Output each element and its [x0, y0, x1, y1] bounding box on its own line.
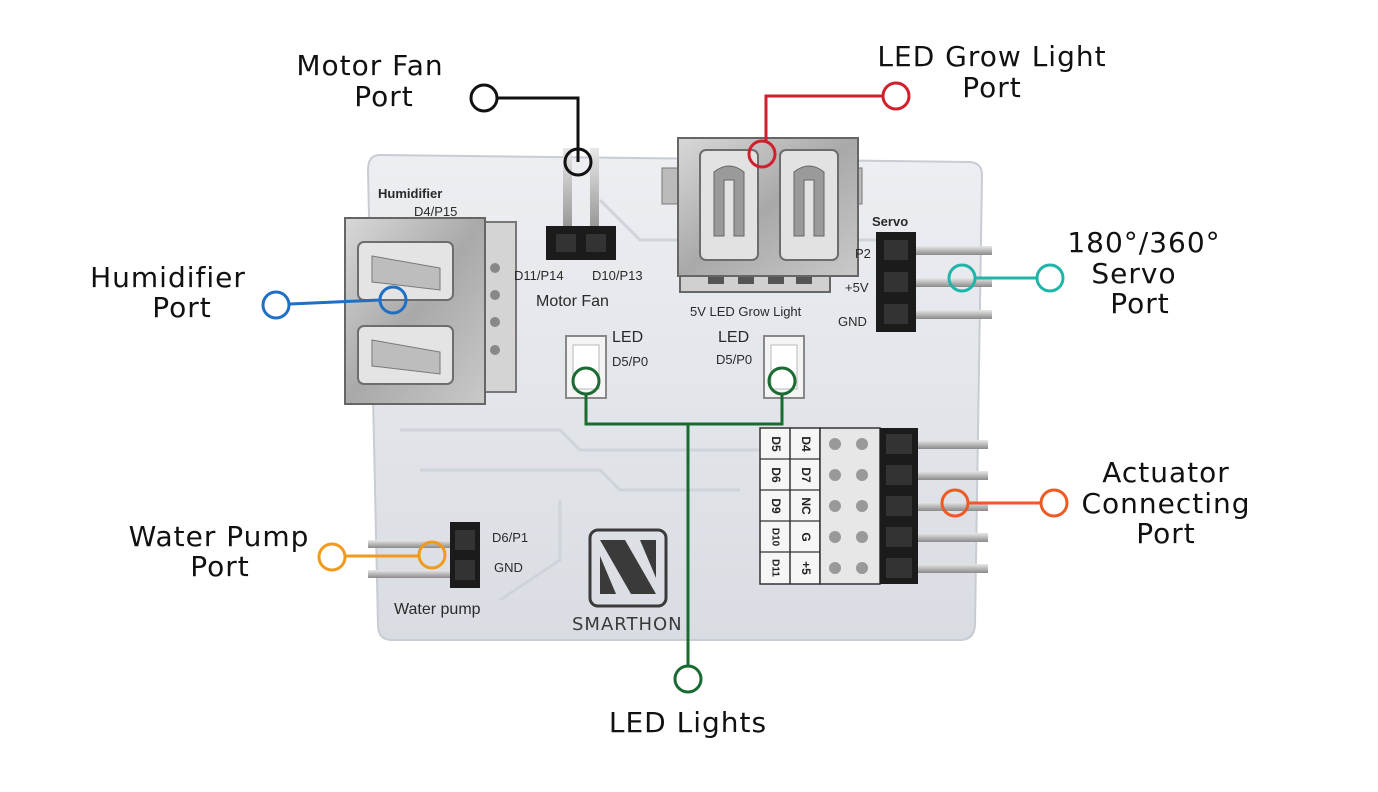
smarthon-logo: SMARTHON — [572, 528, 683, 635]
actuator-pin-label: D11 — [769, 559, 780, 577]
actuator-pin-label: D10 — [769, 528, 780, 547]
motor-fan-header — [546, 148, 616, 260]
label-led-lights: LED Lights — [609, 706, 767, 739]
water-pump-target-circle — [417, 540, 447, 570]
silk-servo: Servo — [872, 214, 908, 229]
actuator-pin-label: +5 — [799, 561, 813, 575]
humidifier-end-circle — [261, 290, 291, 320]
label-grow-light-2: Port — [962, 71, 1022, 104]
label-actuator-2: Connecting — [1081, 487, 1250, 520]
label-actuator-1: Actuator — [1102, 456, 1230, 489]
logo-text: SMARTHON — [572, 614, 683, 635]
silk-water-pump: Water pump — [394, 601, 481, 618]
servo-target-circle — [947, 263, 977, 293]
silk-motor-pin-left: D11/P14 — [514, 268, 564, 283]
led-lights-end-circle — [673, 664, 703, 694]
label-actuator-3: Port — [1136, 517, 1196, 550]
motor-fan-target-circle — [563, 147, 593, 177]
servo-end-circle — [1035, 263, 1065, 293]
actuator-pin-label: D4 — [799, 436, 813, 452]
led-lights-line-top — [584, 394, 784, 426]
silk-motor-pin-right: D10/P13 — [592, 268, 643, 283]
water-pump-end-circle — [317, 542, 347, 572]
label-humidifier-2: Port — [152, 291, 212, 324]
silk-led-left: LED — [612, 329, 643, 346]
silk-humidifier: Humidifier — [378, 186, 442, 201]
silk-led-right: LED — [718, 329, 749, 346]
grow-light-end-circle — [881, 81, 911, 111]
grow-light-target-circle — [747, 139, 777, 169]
led-left-target-circle — [571, 366, 601, 396]
silk-servo-gnd: GND — [838, 314, 867, 329]
humidifier-line — [289, 298, 381, 306]
servo-header — [876, 232, 992, 332]
water-pump-header — [368, 522, 480, 588]
motor-fan-line — [498, 96, 580, 162]
actuator-pin-label: D9 — [769, 498, 783, 514]
silk-led-right-pin: D5/P0 — [716, 352, 752, 367]
callout-labels: Motor Fan Port LED Grow Light Port Humid… — [90, 40, 1250, 739]
label-servo-2: Servo — [1091, 257, 1176, 290]
humidifier-usb-port — [344, 217, 517, 405]
motor-fan-end-circle — [469, 83, 499, 113]
silk-pump-pin: D6/P1 — [492, 530, 528, 545]
callout-lines — [261, 81, 1069, 694]
actuator-pin-label: G — [799, 532, 813, 541]
label-servo-3: Port — [1110, 287, 1170, 320]
label-water-pump-1: Water Pump — [129, 520, 310, 553]
silk-servo-p: P2 — [855, 246, 871, 261]
board-silkscreen: Humidifier D4/P15 D11/P14 D10/P13 Motor … — [378, 186, 908, 618]
silk-motor-fan: Motor Fan — [536, 293, 609, 310]
actuator-pin-label: NC — [799, 497, 813, 515]
label-water-pump-2: Port — [190, 550, 250, 583]
actuator-pin-label: D5 — [769, 436, 783, 452]
label-grow-light-1: LED Grow Light — [877, 40, 1106, 73]
silk-pump-gnd: GND — [494, 560, 523, 575]
actuator-end-circle — [1039, 488, 1069, 518]
silk-servo-plus5: +5V — [845, 280, 869, 295]
humidifier-target-circle — [378, 285, 408, 315]
actuator-pin-label: D6 — [769, 467, 783, 483]
actuator-target-circle — [940, 488, 970, 518]
silk-humidifier-pin: D4/P15 — [414, 204, 457, 219]
label-motor-fan-1: Motor Fan — [296, 49, 443, 82]
actuator-header — [759, 427, 988, 585]
label-servo-1: 180°/360° — [1067, 226, 1220, 259]
grow-light-line — [764, 94, 882, 142]
silk-led-left-pin: D5/P0 — [612, 354, 648, 369]
actuator-pin-label: D7 — [799, 467, 813, 483]
label-motor-fan-2: Port — [354, 80, 414, 113]
led-right-target-circle — [767, 366, 797, 396]
grow-light-usb-port — [661, 137, 863, 293]
label-humidifier-1: Humidifier — [90, 261, 246, 294]
silk-grow-light: 5V LED Grow Light — [690, 304, 802, 319]
